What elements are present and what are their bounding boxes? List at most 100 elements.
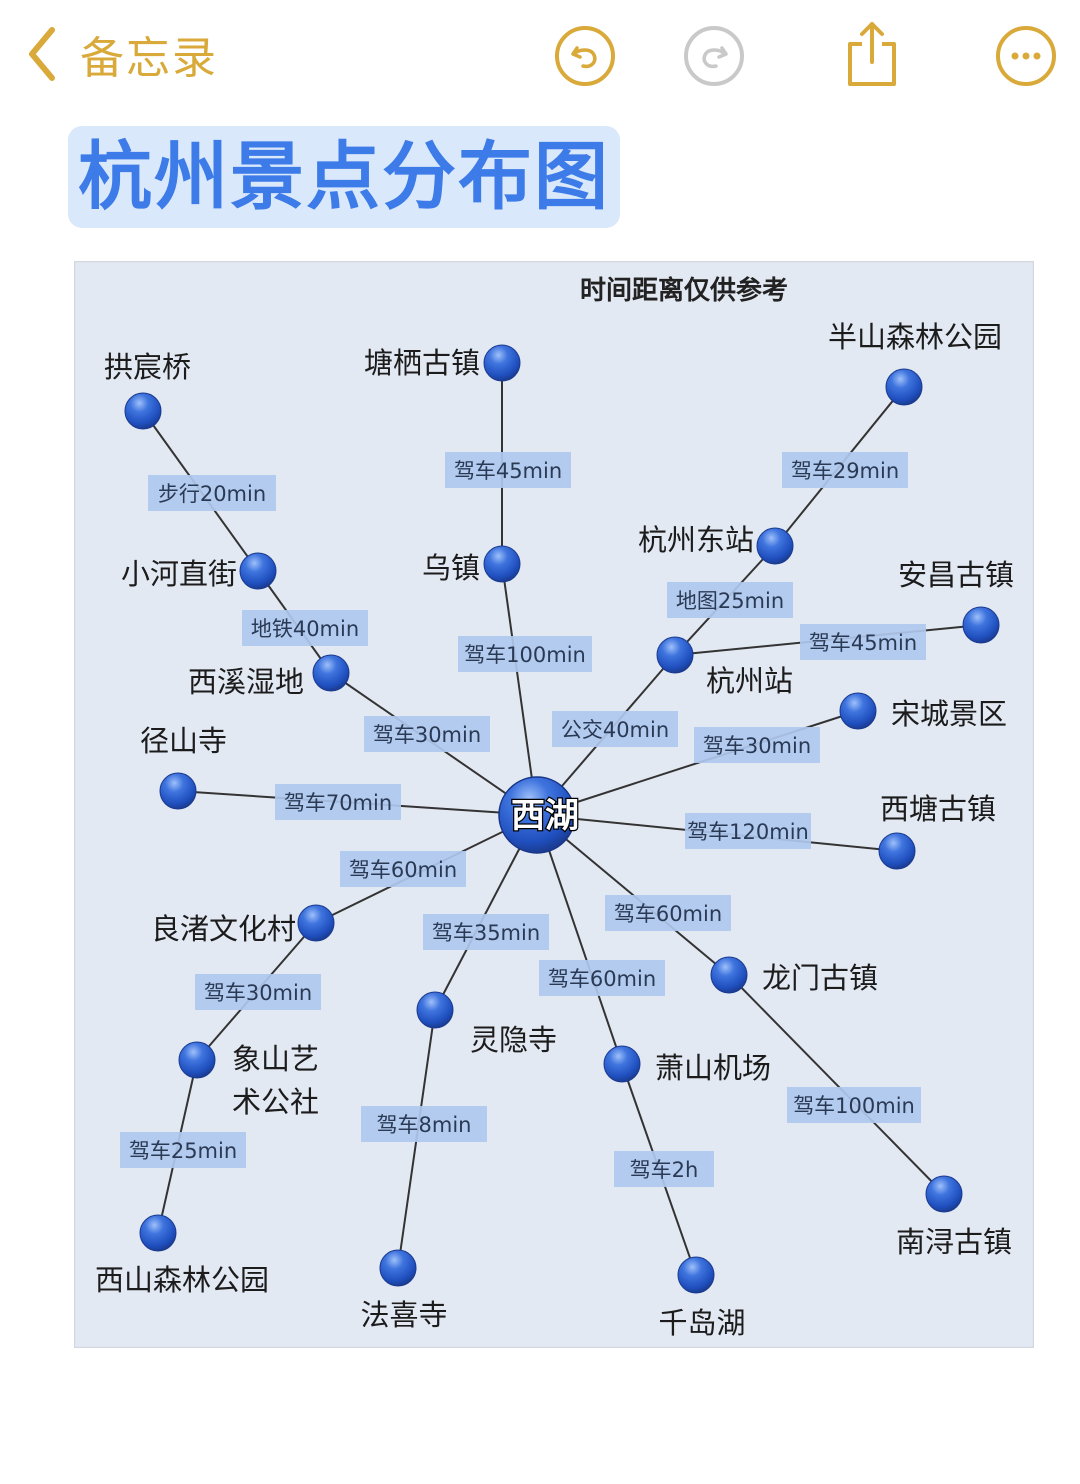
- edge-label-text: 驾车35min: [432, 921, 540, 945]
- edge-label: 驾车70min: [275, 784, 401, 820]
- node-ball-icon: [159, 772, 197, 810]
- back-label: 备忘录: [80, 33, 218, 84]
- edge-label: 驾车45min: [800, 624, 926, 660]
- edge-label: 驾车35min: [423, 914, 549, 950]
- node-hangzhouzhan: 杭州站: [656, 636, 793, 698]
- node-ball-icon: [416, 991, 454, 1029]
- edge-longmen-nanxun: [728, 974, 945, 1195]
- edge-label-text: 驾车30min: [373, 723, 481, 747]
- node-tangqiguzhen: 塘栖古镇: [364, 344, 521, 382]
- edge-label-box: [782, 452, 908, 488]
- node-label: 法喜寺: [360, 1298, 447, 1332]
- node-ball-icon: [839, 692, 877, 730]
- edge-label: 驾车30min: [694, 727, 820, 763]
- edge-label-text: 驾车60min: [614, 902, 722, 926]
- edge-label-text: 驾车25min: [129, 1139, 237, 1163]
- diagram-caption: 时间距离仅供参考: [580, 275, 788, 306]
- edge-label: 驾车30min: [195, 974, 321, 1010]
- edge-label-box: [275, 784, 401, 820]
- node-label: 拱宸桥: [104, 350, 191, 384]
- node-label: 西山森林公园: [95, 1263, 269, 1297]
- redo-icon: [684, 26, 744, 86]
- edge-label-text: 地图25min: [676, 589, 784, 613]
- edge-label-box: [552, 711, 678, 747]
- edge-label-box: [423, 914, 549, 950]
- undo-icon: [555, 26, 615, 86]
- share-button[interactable]: [840, 18, 904, 86]
- edge-label: 驾车45min: [445, 452, 571, 488]
- node-label: 千岛湖: [658, 1306, 745, 1340]
- node-wuzhen: 乌镇: [422, 545, 521, 585]
- edge-label-text: 驾车30min: [703, 734, 811, 758]
- edge-xihu-xiaoshan: [536, 814, 623, 1065]
- edge-label-text: 驾车2h: [630, 1158, 699, 1182]
- node-ball-icon: [297, 904, 335, 942]
- node-xitang: 西塘古镇: [878, 792, 996, 870]
- node-ball-icon: [603, 1045, 641, 1083]
- more-button[interactable]: [994, 24, 1058, 88]
- center-node-xihu: 西湖: [498, 776, 580, 854]
- edge-label-box: [445, 452, 571, 488]
- edge-label: 驾车60min: [539, 960, 665, 996]
- node-label: 术公社: [232, 1085, 319, 1119]
- edge-label: 地铁40min: [242, 610, 368, 646]
- edge-label: 地图25min: [667, 582, 793, 618]
- edge-label-box: [685, 813, 811, 849]
- node-ball-icon: [139, 1214, 177, 1252]
- edge-label-text: 驾车30min: [204, 981, 312, 1005]
- node-label: 象山艺: [232, 1042, 319, 1076]
- node-xiaohezhijie: 小河直街: [121, 552, 277, 591]
- edge-label-text: 驾车100min: [464, 643, 586, 667]
- node-longmen: 龙门古镇: [710, 956, 878, 995]
- edge-label-text: 驾车100min: [793, 1094, 915, 1118]
- edge-label-box: [148, 475, 276, 511]
- back-button[interactable]: 备忘录: [22, 22, 218, 86]
- share-icon: [848, 22, 896, 86]
- node-ball-icon: [124, 392, 162, 430]
- edge-label: 驾车29min: [782, 452, 908, 488]
- chevron-left-icon: [29, 27, 55, 81]
- edge-label-text: 公交40min: [561, 718, 669, 742]
- node-label: 良渚文化村: [151, 912, 296, 946]
- edge-label: 驾车2h: [614, 1151, 714, 1187]
- node-label: 小河直街: [121, 557, 237, 591]
- node-label: 半山森林公园: [828, 320, 1002, 354]
- note-title-highlight: 杭州景点分布图: [68, 126, 620, 228]
- edge-label-box: [458, 636, 592, 672]
- edge-label-box: [361, 1106, 487, 1142]
- node-label: 塘栖古镇: [364, 346, 480, 380]
- node-label: 宋城景区: [891, 697, 1007, 731]
- node-ball-icon: [483, 344, 521, 382]
- nodes-layer: 拱宸桥小河直街西溪湿地径山寺塘栖古镇乌镇半山森林公园杭州东站杭州站安昌古镇宋城景…: [95, 320, 1014, 1340]
- edge-label: 驾车8min: [361, 1106, 487, 1142]
- edge-label-text: 驾车60min: [548, 967, 656, 991]
- node-qiandaohu: 千岛湖: [658, 1256, 746, 1340]
- edge-label-box: [364, 716, 490, 752]
- node-label: 杭州站: [706, 664, 793, 698]
- redo-button[interactable]: [682, 24, 746, 88]
- node-label: 西溪湿地: [188, 665, 304, 699]
- center-ball-icon: [498, 776, 576, 854]
- edge-label: 驾车100min: [787, 1087, 921, 1123]
- node-hangzhoudongzhan: 杭州东站: [638, 523, 794, 565]
- node-ball-icon: [885, 368, 923, 406]
- node-ball-icon: [710, 956, 748, 994]
- edge-wuzhen-xihu: [501, 563, 538, 816]
- node-xishan: 西山森林公园: [95, 1214, 269, 1297]
- edge-label-text: 驾车29min: [791, 459, 899, 483]
- undo-button[interactable]: [553, 24, 617, 88]
- node-ball-icon: [312, 654, 350, 692]
- edge-label: 驾车25min: [120, 1132, 246, 1168]
- edge-label-text: 驾车45min: [454, 459, 562, 483]
- edge-label-box: [195, 974, 321, 1010]
- edge-label-text: 驾车45min: [809, 631, 917, 655]
- node-banshan: 半山森林公园: [828, 320, 1002, 406]
- note-title[interactable]: 杭州景点分布图: [78, 134, 610, 220]
- node-ball-icon: [677, 1256, 715, 1294]
- edge-label-box: [694, 727, 820, 763]
- edge-label-text: 驾车70min: [284, 791, 392, 815]
- node-label: 萧山机场: [655, 1051, 771, 1085]
- edge-label-box: [667, 582, 793, 618]
- edge-label-box: [539, 960, 665, 996]
- node-label: 南浔古镇: [896, 1225, 1012, 1259]
